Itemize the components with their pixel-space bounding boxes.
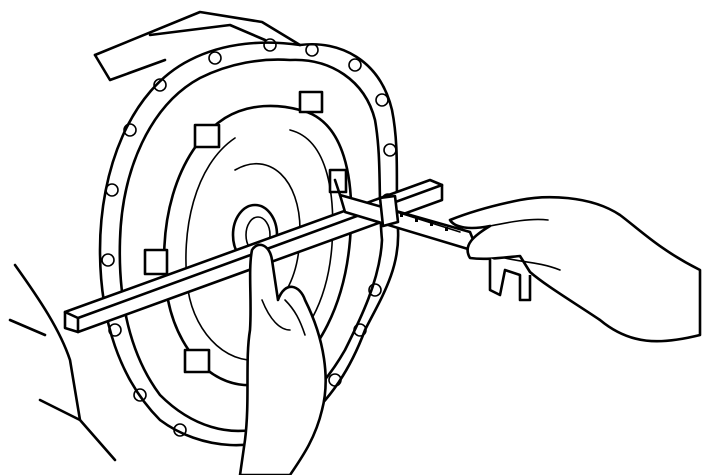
converter-lugs — [143, 90, 348, 374]
right-hand — [448, 195, 702, 343]
transmission-case — [8, 10, 302, 462]
housing-bolt-holes — [101, 38, 397, 437]
left-hand — [238, 243, 327, 475]
